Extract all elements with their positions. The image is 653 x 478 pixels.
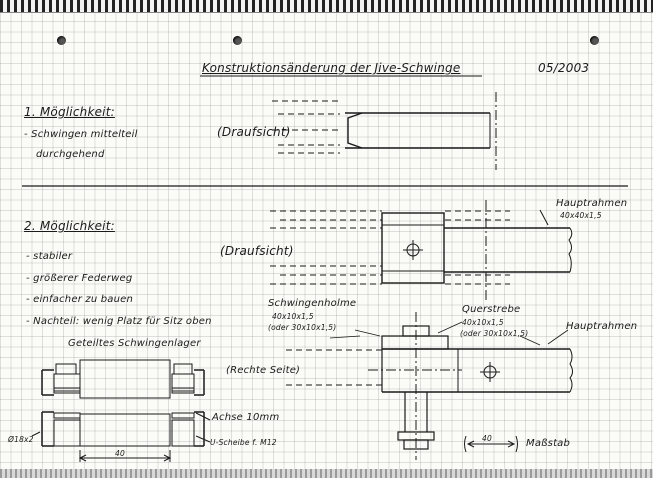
punch-hole-left (57, 36, 66, 45)
option2-item: - einfacher zu bauen (26, 294, 134, 305)
sheet-date: 05/2003 (538, 61, 590, 75)
scale-label: Maßstab (526, 438, 571, 449)
split-bearing-sketch (31, 359, 211, 462)
bearing-dimension: 40 (115, 449, 125, 458)
scale-value: 40 (482, 434, 492, 443)
crossbar-dimension: 40x10x1,5 (462, 318, 504, 327)
crossbar-alt-dimension: (oder 30x10x1,5) (460, 329, 529, 338)
option1-item: - Schwingen mittelteil (24, 129, 138, 140)
axle-label: Achse 10mm (212, 412, 280, 423)
bearing-title: Geteiltes Schwingenlager (68, 338, 201, 349)
bottom-perforation (0, 469, 653, 478)
option2-side-view (286, 312, 573, 460)
option2-item: - größerer Federweg (26, 273, 133, 284)
option2-side-view-label: (Rechte Seite) (226, 365, 301, 376)
frame-label: Hauptrahmen (556, 198, 628, 209)
swingarm-label: Schwingenholme (268, 298, 357, 309)
punch-hole-middle (233, 36, 242, 45)
option2-heading: 2. Möglichkeit: (24, 219, 115, 233)
option1-view-label: (Draufsicht) (217, 125, 291, 139)
option2-top-view-label: (Draufsicht) (220, 244, 294, 258)
diameter-label: Ø18x2 (8, 435, 34, 444)
punch-hole-right (590, 36, 599, 45)
sheet-title: Konstruktionsänderung der Jive-Schwinge (202, 61, 461, 75)
swingarm-dimension: 40x10x1,5 (272, 312, 314, 321)
option2-item: - Nachteil: wenig Platz für Sitz oben (26, 316, 212, 327)
option1-top-view (272, 92, 497, 170)
scale-bar-marks (464, 435, 518, 453)
swingarm-alt-dimension: (oder 30x10x1,5) (268, 323, 337, 332)
spiral-binding (0, 0, 653, 13)
crossbar-label: Querstrebe (462, 304, 521, 315)
option1-item: durchgehend (36, 149, 105, 160)
option1-heading: 1. Möglichkeit: (24, 105, 115, 119)
frame-dimension: 40x40x1,5 (560, 211, 602, 220)
option2-item: - stabiler (26, 251, 73, 262)
leader-lines (329, 321, 569, 346)
side-frame-label: Hauptrahmen (566, 321, 638, 332)
washer-label: U-Scheibe f. M12 (210, 438, 277, 447)
option2-top-view (270, 200, 573, 300)
